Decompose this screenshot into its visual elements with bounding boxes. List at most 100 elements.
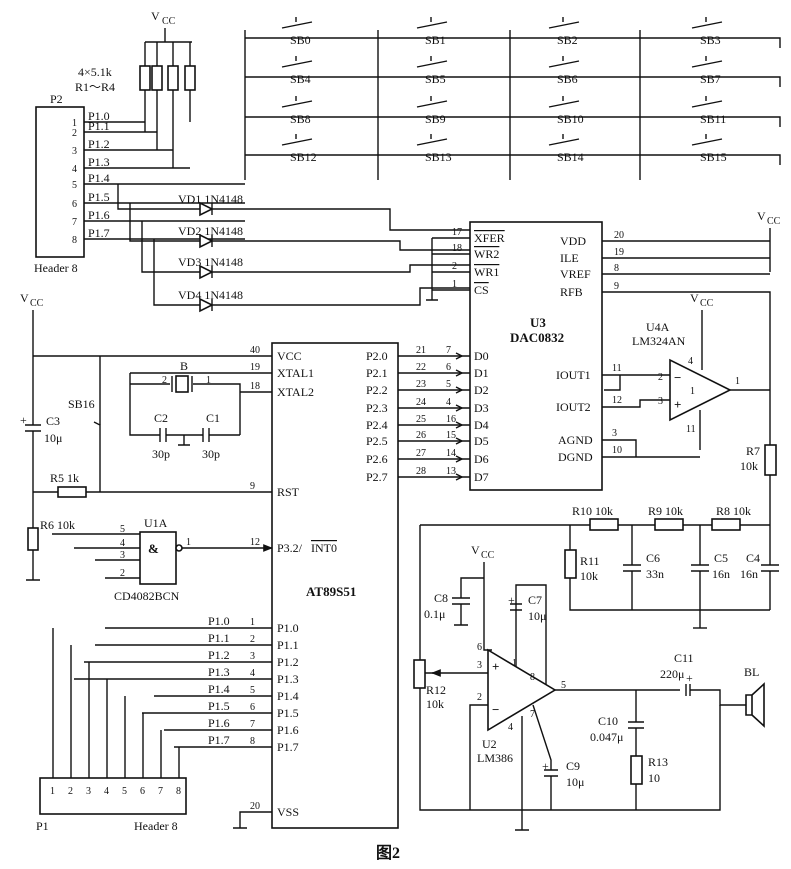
r9-label: R9 10k — [648, 504, 683, 518]
r8-label: R8 10k — [716, 504, 751, 518]
switch-label: SB14 — [557, 150, 584, 164]
p2-pin-number: 2 — [72, 128, 77, 139]
switch-lever — [281, 134, 313, 146]
p1-pin-number: 4 — [104, 786, 109, 797]
p2-net-label: P1.6 — [88, 208, 110, 222]
lm386-pin4: 4 — [508, 722, 513, 733]
mcu-right-pin-number: 26 — [416, 430, 426, 441]
r10-label: R10 10k — [572, 504, 613, 518]
dac-pin-number: 1 — [452, 279, 457, 290]
mcu-p1-net-label: P1.6 — [208, 716, 230, 730]
crystal-label: B — [180, 359, 188, 373]
vcc-label-left: V — [20, 291, 29, 305]
switch-lever — [691, 17, 723, 29]
resistor-r6 — [27, 527, 39, 551]
lm386-minus-sign: − — [492, 702, 499, 717]
opamp-triangle — [669, 358, 732, 422]
mcu-left-pin-number: 2 — [250, 634, 255, 645]
mcu-right-pin-number: 25 — [416, 414, 426, 425]
dac-data-pin-name: D7 — [474, 470, 489, 484]
resistor-r7 — [764, 444, 777, 476]
c2-value: 30p — [152, 447, 170, 461]
diode-wire-out — [211, 264, 470, 278]
pullup-resistor-r4 — [184, 65, 196, 91]
gate-input-pin: 4 — [120, 538, 125, 549]
dac-data-pin-name: D0 — [474, 349, 489, 363]
c9-label: C9 — [566, 759, 580, 773]
r13-label: R13 — [648, 755, 668, 769]
mcu-p1-net-label: P1.0 — [208, 614, 230, 628]
resistor-r10 — [589, 518, 619, 531]
keypad-row-wire — [245, 76, 781, 87]
dac-data-pin-number: 6 — [446, 362, 451, 373]
c4-label: C4 — [746, 551, 760, 565]
dac-data-pin-number: 14 — [446, 448, 456, 459]
dac-agnd-num: 3 — [612, 428, 617, 439]
mcu-vss-wire — [233, 811, 272, 829]
mcu-left-pin-name-bar: INT0 — [311, 541, 337, 555]
p2-net-label: P1.7 — [88, 226, 110, 240]
p2-pin-number: 4 — [72, 164, 77, 175]
lm386-plus-sign: + — [492, 659, 499, 674]
dac-right-pin-name: RFB — [560, 285, 583, 299]
gate-input-pin: 3 — [120, 550, 125, 561]
mcu-left-pin-number: 3 — [250, 651, 255, 662]
p1-pin-number: 8 — [176, 786, 181, 797]
opamp-name: LM324AN — [632, 334, 686, 348]
audio-amplifier: V CC C8 0.1μ + C7 10μ + − 6 1 8 3 2 5 4 … — [413, 525, 765, 831]
switch-lever — [548, 17, 580, 29]
dac-right-wiring: V CC R7 10k — [602, 209, 781, 525]
mcu-left-pin-number: 6 — [250, 702, 255, 713]
vcc-label-amp: V — [471, 543, 480, 557]
c3-label: C3 — [46, 414, 60, 428]
dac-pin-name: XFER — [474, 231, 505, 245]
switch-label: SB2 — [557, 33, 578, 47]
lm386-pin7: 7 — [530, 709, 535, 720]
mcu-left-pin-number: 12 — [250, 537, 260, 548]
mcu-right-pin-name: P2.2 — [366, 383, 388, 397]
dac-pin-number: 18 — [452, 243, 462, 254]
mcu-left-pin-number: 5 — [250, 685, 255, 696]
gate-out-pin: 1 — [186, 537, 191, 548]
lm386-ref: U2 — [482, 737, 497, 751]
mcu-left-pin-name: P3.2/ — [277, 541, 303, 555]
bus-arrow — [455, 473, 463, 481]
diode-wire-in — [153, 239, 200, 306]
p1-label: P1 — [36, 819, 49, 833]
opamp-unit: 1 — [690, 386, 695, 397]
keypad-row-wire — [245, 37, 781, 48]
c11-label: C11 — [674, 651, 694, 665]
gate-body — [139, 531, 177, 585]
switch-label: SB0 — [290, 33, 311, 47]
p2-pin-number: 6 — [72, 199, 77, 210]
switch-label: SB15 — [700, 150, 727, 164]
opamp-plus-sign: + — [674, 397, 681, 412]
dac-dgnd-name: DGND — [558, 450, 593, 464]
dac-iout1-num: 11 — [612, 363, 622, 374]
dac-pin-name: WR2 — [474, 247, 499, 261]
p1-pin-number: 3 — [86, 786, 91, 797]
mcu-right-pin-name: P2.0 — [366, 349, 388, 363]
p2-net-label: P1.0 — [88, 109, 110, 123]
p2-net-label: P1.3 — [88, 155, 110, 169]
gate-input-pin: 2 — [120, 568, 125, 579]
p1-body — [39, 777, 187, 815]
mcu-left-pin-name: XTAL1 — [277, 366, 314, 380]
switch-lever — [548, 56, 580, 68]
p2-pin-number: 8 — [72, 235, 77, 246]
lm386-pin2: 2 — [477, 692, 482, 703]
opamp-u4a: U4A LM324AN V CC − + 1 4 11 2 3 1 — [632, 291, 740, 450]
bus-arrow — [455, 386, 463, 394]
dac-data-pin-number: 4 — [446, 397, 451, 408]
dac-data-pin-number: 7 — [446, 345, 451, 356]
diode-icon — [199, 264, 214, 280]
crystal-pin2: 2 — [162, 375, 167, 386]
mcu-left-pin-number: 20 — [250, 801, 260, 812]
opamp-pin1: 1 — [735, 376, 740, 387]
mcu-left-pin-number: 40 — [250, 345, 260, 356]
mcu-name: AT89S51 — [306, 584, 356, 599]
opamp-pin11: 11 — [686, 424, 696, 435]
